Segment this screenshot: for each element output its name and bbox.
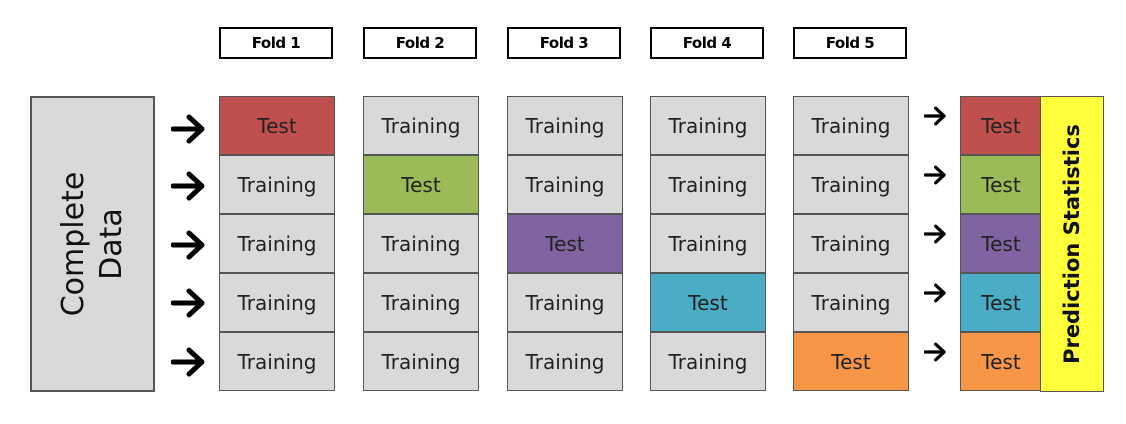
training-cell: Training bbox=[650, 214, 766, 273]
right-arrow-icon bbox=[168, 170, 208, 202]
training-cell: Training bbox=[219, 214, 335, 273]
training-cell: Training bbox=[219, 155, 335, 214]
training-cell: Training bbox=[507, 273, 623, 332]
prediction-statistics-label: Prediction Statistics bbox=[1060, 124, 1084, 364]
right-arrow-icon bbox=[915, 218, 955, 250]
training-cell: Training bbox=[507, 155, 623, 214]
complete-data-line-2: Data bbox=[93, 208, 129, 280]
training-cell: Training bbox=[650, 332, 766, 391]
right-arrow-icon bbox=[168, 287, 208, 319]
right-arrow-icon bbox=[168, 346, 208, 378]
training-cell: Training bbox=[507, 332, 623, 391]
prediction-statistics-box: Prediction Statistics bbox=[1040, 96, 1104, 392]
result-test-cell: Test bbox=[960, 155, 1042, 214]
training-cell: Training bbox=[650, 155, 766, 214]
right-arrow-icon bbox=[915, 159, 955, 191]
fold-header-1: Fold 1 bbox=[219, 27, 333, 59]
result-test-cell: Test bbox=[960, 332, 1042, 391]
test-cell: Test bbox=[507, 214, 623, 273]
right-arrow-icon bbox=[915, 336, 955, 368]
complete-data-line-1: Complete bbox=[55, 171, 91, 317]
training-cell: Training bbox=[363, 96, 479, 155]
training-cell: Training bbox=[363, 214, 479, 273]
fold-header-2: Fold 2 bbox=[363, 27, 477, 59]
test-cell: Test bbox=[650, 273, 766, 332]
result-test-cell: Test bbox=[960, 96, 1042, 155]
complete-data-box: Complete Data bbox=[30, 96, 155, 392]
complete-data-label: Complete Data bbox=[55, 172, 131, 317]
result-test-cell: Test bbox=[960, 214, 1042, 273]
training-cell: Training bbox=[793, 214, 909, 273]
result-test-cell: Test bbox=[960, 273, 1042, 332]
training-cell: Training bbox=[363, 273, 479, 332]
training-cell: Training bbox=[219, 273, 335, 332]
training-cell: Training bbox=[363, 332, 479, 391]
test-cell: Test bbox=[793, 332, 909, 391]
right-arrow-icon bbox=[168, 229, 208, 261]
training-cell: Training bbox=[650, 96, 766, 155]
test-cell: Test bbox=[363, 155, 479, 214]
fold-header-4: Fold 4 bbox=[650, 27, 764, 59]
fold-header-5: Fold 5 bbox=[793, 27, 907, 59]
training-cell: Training bbox=[793, 273, 909, 332]
training-cell: Training bbox=[507, 96, 623, 155]
right-arrow-icon bbox=[168, 113, 208, 145]
fold-header-3: Fold 3 bbox=[507, 27, 621, 59]
test-cell: Test bbox=[219, 96, 335, 155]
training-cell: Training bbox=[793, 155, 909, 214]
right-arrow-icon bbox=[915, 277, 955, 309]
training-cell: Training bbox=[793, 96, 909, 155]
right-arrow-icon bbox=[915, 100, 955, 132]
training-cell: Training bbox=[219, 332, 335, 391]
